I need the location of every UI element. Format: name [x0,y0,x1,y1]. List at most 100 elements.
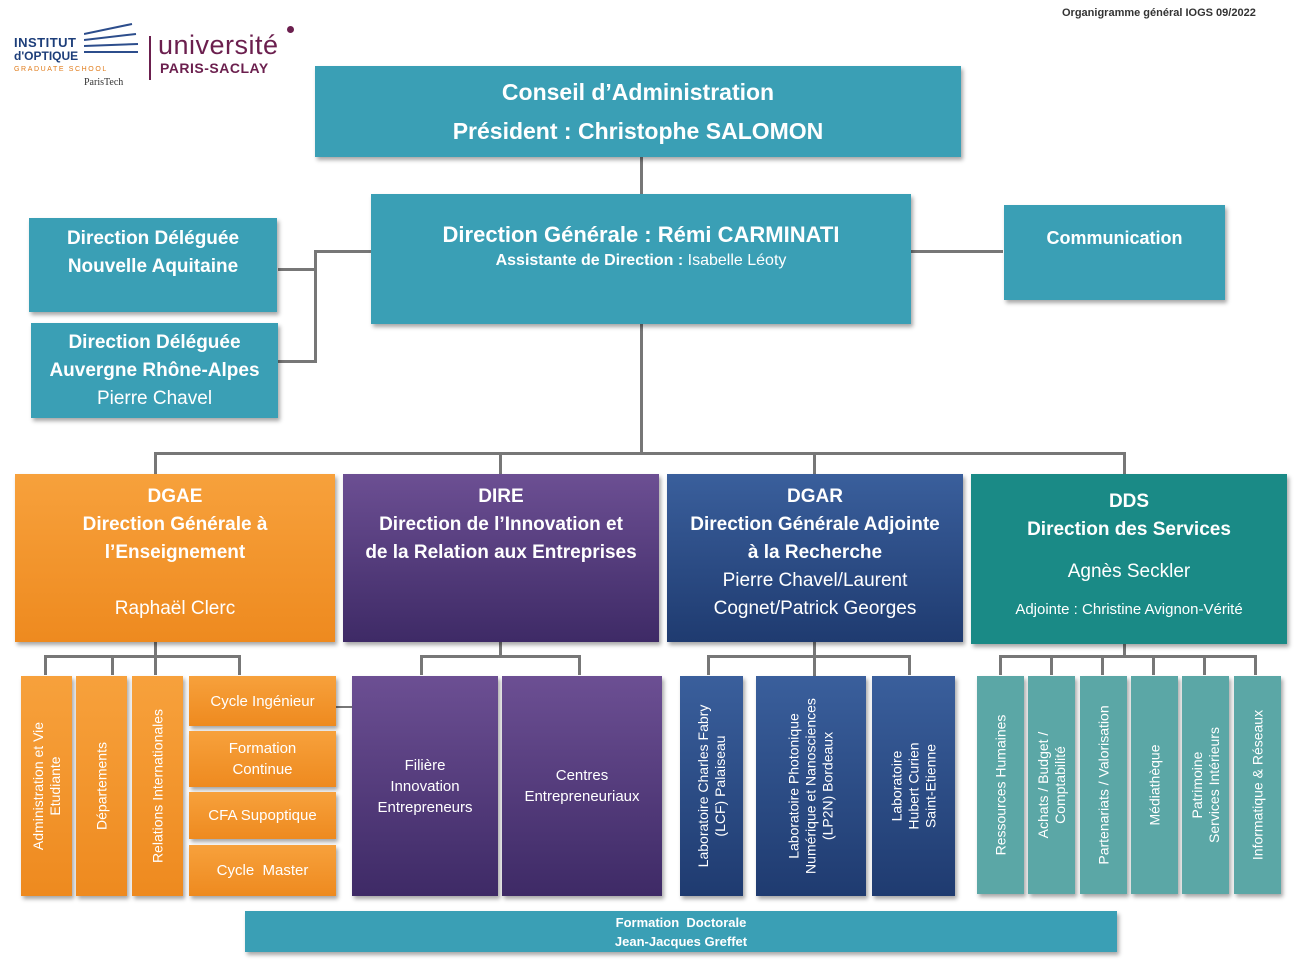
dd-auvergne-person: Pierre Chavel [96,387,213,409]
saclay-logo: université PARIS-SACLAY [158,26,300,80]
dd-nouvelle-aquitaine-box: Direction Déléguée Nouvelle Aquitaine [29,218,277,312]
dire-sub-filiere: Filière Innovation Entrepreneurs [352,676,498,896]
saclay-logo-line2: PARIS-SACLAY [160,60,269,76]
dire-sub-centres: Centres Entrepreneuriaux [502,676,662,896]
dgar-lab-lp2n-line2: Numérique et Nanosciences [802,698,819,874]
cycle-master-label: Cycle Master [216,862,309,879]
dds-box: DDS Direction des Services Agnès Seckler… [971,474,1287,644]
dd-auvergne-line2: Auvergne Rhône-Alpes [49,359,260,381]
dds-sub-achats: Achats / Budget / Comptabilité [1028,676,1075,894]
formation-doctorale-line1: Formation Doctorale [615,914,747,930]
dgar-code: DGAR [787,486,843,507]
dds-sub-partenariats-line1: Partenariats / Valorisation [1095,705,1111,865]
dire-line1: Direction de l’Innovation et [379,514,623,535]
connector [911,250,1003,253]
conseil-administration-box: Conseil d’Administration Président : Chr… [315,66,961,157]
connector [1050,655,1053,675]
dds-sub-rh-label: Ressources Humaines [992,715,1009,856]
dgar-lab-lp2n-label: Laboratoire Photonique Numérique et Nano… [786,698,837,874]
connector [314,250,371,253]
dds-sub-achats-line1: Achats / Budget / [1034,731,1051,839]
document-reference: Organigramme général IOGS 09/2022 [1062,7,1256,19]
dire-sub-centres-line1: Centres [555,767,609,784]
conseil-title: Conseil d’Administration [501,78,775,105]
connector [154,452,1126,455]
iogs-logo-line3: GRADUATE SCHOOL [14,66,108,73]
connector [154,452,157,474]
connector [999,655,1002,675]
direction-generale-title: Direction Générale : Rémi CARMINATI [442,222,840,247]
iogs-logo-lines-graphic [84,23,139,53]
dgar-lab-lhc-line1: Laboratoire [888,750,904,822]
dds-sub-mediatheque-label: Médiathèque [1146,745,1163,826]
connector [813,452,816,474]
dgae-line1: Direction Générale à [82,514,268,535]
connector [238,655,241,675]
dd-aquitaine-line2: Nouvelle Aquitaine [67,256,239,277]
dgae-sub-administration: Administration et Vie Etudiante [21,676,72,896]
connector [154,655,157,675]
connector [1254,655,1257,675]
dd-aquitaine-line1: Direction Déléguée [66,228,240,249]
connector [813,642,816,676]
dds-sub-mediatheque-line1: Médiathèque [1146,744,1162,826]
conseil-president: Président : Christophe SALOMON [452,117,824,144]
dds-sub-informatique: Informatique & Réseaux [1234,676,1281,894]
dire-sub-filiere-line1: Filière [404,756,446,774]
connector [420,655,423,675]
dgae-sub-departements-label: Départements [93,742,109,830]
dgar-lab-lcf-label: Laboratoire Charles Fabry (LCF) Palaisea… [695,705,729,868]
dgae-box: DGAE Direction Générale à l’Enseignement… [15,474,335,642]
dds-sub-rh: Ressources Humaines [977,676,1024,894]
dds-person: Agnès Seckler [1067,561,1191,582]
cycle-ingenieur-label: Cycle Ingénieur [210,692,315,710]
connector [999,655,1257,658]
dgar-person1: Pierre Chavel/Laurent [722,570,908,591]
connector [499,642,502,656]
connector [154,642,157,656]
dgae-code: DGAE [147,486,203,507]
connector [499,452,502,474]
dgae-sub-relations-label: Relations Internationales [149,708,165,864]
connector [44,655,241,658]
dire-sub-filiere-line3: Entrepreneurs [377,798,473,816]
cfa-supoptique-label: CFA Supoptique [208,807,317,824]
dire-line2: de la Relation aux Entreprises [365,542,637,563]
connector [578,655,581,675]
connector [1123,452,1126,474]
dds-sub-informatique-label: Informatique & Réseaux [1249,710,1266,860]
assistant-label: Assistante de Direction : [495,252,684,269]
direction-generale-assistant: Assistante de Direction : Isabelle Léoty [496,252,787,270]
dd-auvergne-line1: Direction Déléguée [68,331,241,353]
connector [278,360,316,363]
connector [278,268,316,271]
dgar-lab-lhc-line3: Saint-Etienne [922,743,938,829]
connector [336,706,352,708]
dgar-box: DGAR Direction Générale Adjointe à la Re… [667,474,963,642]
assistant-name: Isabelle Léoty [683,252,787,269]
dgae-sub-relations: Relations Internationales [132,676,183,896]
dds-sub-patrimoine-line1: Patrimoine [1188,751,1205,819]
connector [1101,655,1104,675]
connector [707,655,710,675]
dire-sub-filiere-line2: Innovation [390,777,460,795]
connector [420,655,581,658]
dgar-lab-lp2n-line3: (LP2N) Bordeaux [819,731,836,841]
cycle-ingenieur-box: Cycle Ingénieur [189,676,336,726]
dds-sub-rh-line1: Ressources Humaines [992,714,1008,856]
connector [640,157,643,194]
dds-sub-mediatheque: Médiathèque [1131,676,1178,894]
dgar-lab-lcf-line1: Laboratoire Charles Fabry [694,704,711,868]
formation-doctorale-line2: Jean-Jacques Greffet [614,933,748,949]
dgae-line2: l’Enseignement [104,542,246,563]
dds-sub-patrimoine-label: Patrimoine Services Intérieurs [1189,727,1223,843]
dgar-person2: Cognet/Patrick Georges [713,598,917,619]
iogs-logo-line2: d'OPTIQUE [14,49,79,63]
dgar-lab-lhc-line2: Hubert Curien [905,742,921,830]
connector [640,324,643,454]
dd-auvergne-box: Direction Déléguée Auvergne Rhône-Alpes … [31,323,278,418]
dds-sub-achats-line2: Comptabilité [1051,746,1068,824]
communication-label: Communication [1046,228,1183,248]
cycle-master-box: Cycle Master [189,845,336,896]
dds-sub-achats-label: Achats / Budget / Comptabilité [1035,732,1069,839]
